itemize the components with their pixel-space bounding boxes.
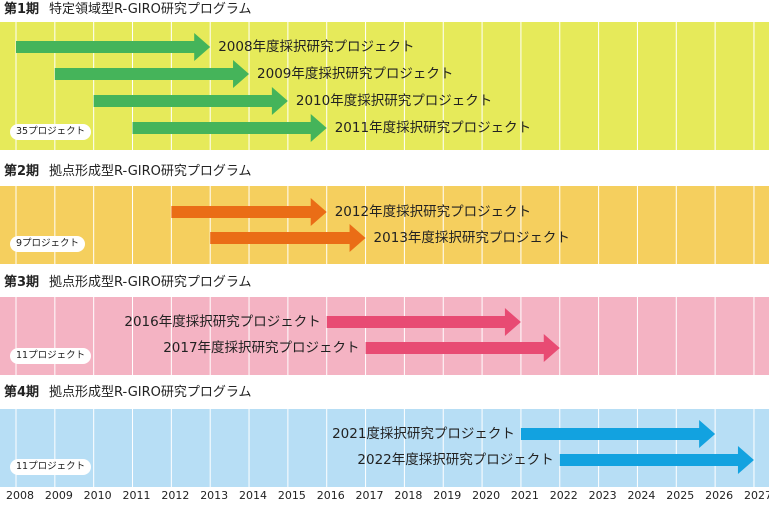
- year-tick-label: 2024: [627, 489, 656, 502]
- project-count-badge: 35プロジェクト: [10, 124, 92, 140]
- project-arrow: [520, 420, 716, 448]
- year-tick-label: 2011: [122, 489, 151, 502]
- phase-band: [0, 186, 769, 264]
- year-tick-label: 2014: [239, 489, 268, 502]
- year-tick-label: 2012: [161, 489, 190, 502]
- phase-grid: [15, 186, 755, 264]
- project-label: 2013年度採択研究プロジェクト: [373, 230, 570, 246]
- program-name: 特定領域型R-GIRO研究プログラム: [49, 2, 252, 17]
- project-label: 2012年度採択研究プロジェクト: [334, 204, 532, 220]
- phase-band: [0, 409, 769, 487]
- year-tick-label: 2027: [743, 489, 769, 502]
- year-tick-label: 2019: [433, 489, 462, 502]
- year-tick-label: 2020: [472, 489, 501, 502]
- year-tick-label: 2015: [277, 489, 306, 502]
- phase-title: 第4期拠点形成型R-GIRO研究プログラム: [4, 383, 252, 403]
- project-label: 2009年度採択研究プロジェクト: [257, 66, 454, 82]
- project-arrow: [210, 224, 366, 252]
- project-arrow: [559, 446, 754, 474]
- project-arrow: [93, 87, 288, 115]
- phase-band: [0, 297, 769, 375]
- phase-title: 第2期拠点形成型R-GIRO研究プログラム: [4, 162, 252, 182]
- year-tick-label: 2010: [83, 489, 112, 502]
- program-name: 拠点形成型R-GIRO研究プログラム: [49, 385, 252, 400]
- phase-grid: [15, 409, 755, 487]
- project-arrow: [365, 334, 560, 362]
- project-label: 2021度採択研究プロジェクト: [332, 426, 515, 442]
- phase-label: 第4期: [4, 385, 40, 400]
- year-tick-label: 2026: [705, 489, 734, 502]
- project-count-badge: 9プロジェクト: [10, 236, 86, 252]
- year-tick-label: 2018: [394, 489, 423, 502]
- phase-label: 第2期: [4, 164, 40, 179]
- phase-label: 第3期: [4, 275, 40, 290]
- project-arrow: [171, 198, 327, 226]
- project-label: 2008年度採択研究プロジェクト: [218, 39, 415, 55]
- project-arrow: [132, 114, 327, 142]
- phase-label: 第1期: [4, 2, 40, 17]
- year-tick-label: 2022: [549, 489, 578, 502]
- year-tick-label: 2025: [666, 489, 695, 502]
- project-count-badge: 11プロジェクト: [10, 459, 92, 475]
- year-tick-label: 2021: [510, 489, 539, 502]
- year-tick-label: 2008: [6, 489, 34, 502]
- project-arrow: [16, 33, 211, 61]
- project-label: 2022年度採択研究プロジェクト: [357, 452, 554, 468]
- phase-grid: [15, 297, 755, 375]
- project-arrow: [54, 60, 250, 88]
- phase-title: 第1期特定領域型R-GIRO研究プログラム: [4, 0, 252, 20]
- year-tick-label: 2016: [316, 489, 345, 502]
- project-arrow: [326, 308, 521, 336]
- project-label: 2011年度採択研究プロジェクト: [334, 120, 532, 136]
- project-label: 2017年度採択研究プロジェクト: [163, 340, 360, 356]
- project-label: 2016年度採択研究プロジェクト: [124, 314, 321, 330]
- project-count-badge: 11プロジェクト: [10, 348, 92, 364]
- phase-band: [0, 22, 769, 150]
- year-tick-label: 2017: [355, 489, 384, 502]
- phase-grid: [15, 22, 755, 150]
- program-name: 拠点形成型R-GIRO研究プログラム: [49, 275, 252, 290]
- year-tick-label: 2013: [200, 489, 229, 502]
- year-tick-label: 2023: [588, 489, 617, 502]
- phase-title: 第3期拠点形成型R-GIRO研究プログラム: [4, 273, 252, 293]
- program-name: 拠点形成型R-GIRO研究プログラム: [49, 164, 252, 179]
- project-label: 2010年度採択研究プロジェクト: [295, 93, 493, 109]
- year-tick-label: 2009: [44, 489, 73, 502]
